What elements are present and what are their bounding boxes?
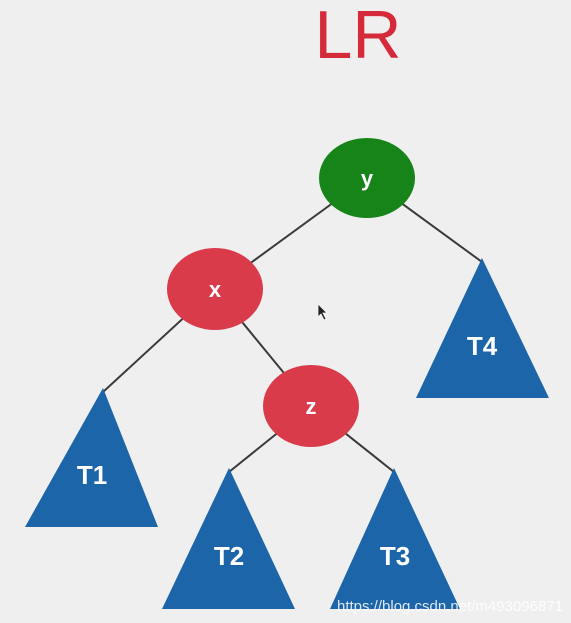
subtree-t3-triangle: [330, 468, 460, 609]
node-y: y: [319, 138, 415, 218]
node-x: x: [167, 248, 263, 330]
subtree-t2-triangle: [162, 468, 295, 609]
subtree-t2-label: T2: [214, 541, 244, 571]
subtree-t2: T2: [162, 468, 295, 609]
diagram-title: LR: [315, 0, 402, 73]
subtree-t1: T1: [25, 388, 158, 527]
subtree-t4: T4: [416, 258, 549, 398]
subtree-t4-triangle: [416, 258, 549, 398]
subtree-t3-label: T3: [380, 541, 410, 571]
node-y-circle: [319, 138, 415, 218]
node-x-circle: [167, 248, 263, 330]
subtree-t4-label: T4: [467, 331, 498, 361]
subtree-t1-triangle: [25, 388, 158, 527]
node-x-label: x: [209, 277, 222, 302]
subtree-t1-label: T1: [77, 460, 107, 490]
node-z-circle: [263, 365, 359, 447]
node-z: z: [263, 365, 359, 447]
watermark: https://blog.csdn.net/m493096871: [337, 598, 563, 615]
node-y-label: y: [361, 166, 374, 191]
mouse-pointer-icon: [317, 303, 328, 321]
node-z-label: z: [306, 394, 317, 419]
subtree-t3: T3: [330, 468, 460, 609]
